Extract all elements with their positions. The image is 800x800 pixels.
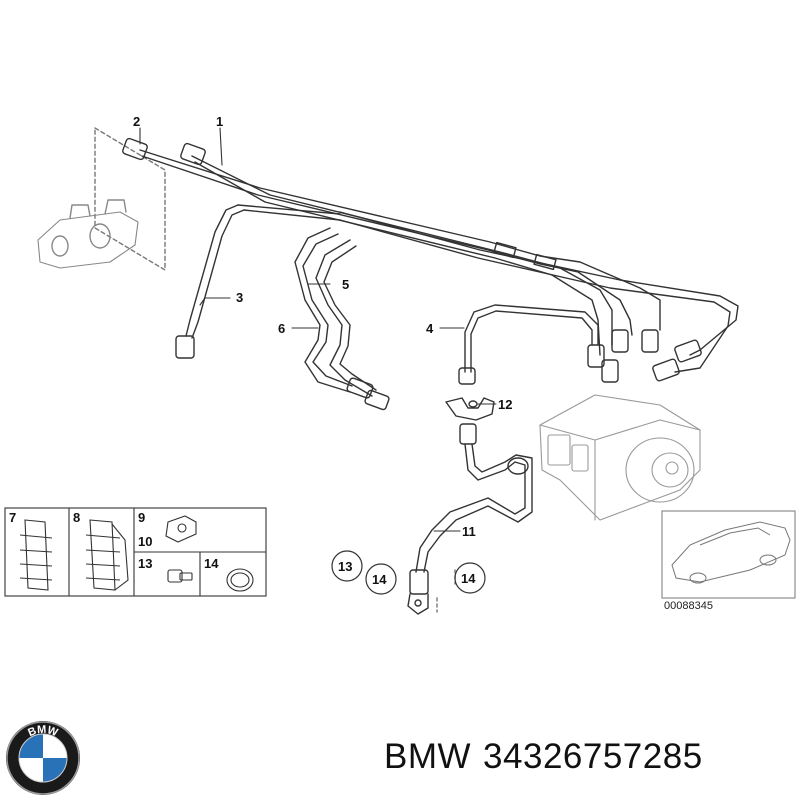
- line-fittings: [122, 137, 702, 383]
- callout-4: 4: [426, 321, 434, 336]
- brake-line-4: [458, 304, 599, 385]
- part-caption: BMW 34326757285: [384, 737, 794, 789]
- brake-line-bundle: [139, 149, 739, 373]
- car-thumbnail: [661, 510, 796, 599]
- callout-12: 12: [498, 397, 512, 412]
- callout-14-circled-right: 14: [461, 571, 476, 586]
- clip-7: [19, 519, 53, 591]
- bolt-13: [167, 569, 193, 583]
- panel-label-9: 9: [138, 510, 145, 525]
- bracket-12: [445, 397, 495, 421]
- callout-11: 11: [462, 524, 476, 539]
- clip-8: [85, 519, 129, 591]
- callout-3: 3: [236, 290, 243, 305]
- bmw-logo: BMW: [6, 721, 80, 795]
- abs-unit: [539, 394, 701, 521]
- circled-callouts: [331, 550, 486, 595]
- bmw-logo-letters: BMW: [26, 724, 60, 739]
- callout-5: 5: [342, 277, 349, 292]
- part-number: 34326757285: [483, 737, 703, 776]
- brake-lines-5-6: [294, 227, 390, 411]
- master-cylinder: [37, 127, 166, 271]
- callout-labels: 2 1 3 5 6 4 12 11: [133, 114, 512, 539]
- brand-name: BMW: [384, 737, 472, 776]
- seal-ring-14: [226, 568, 254, 592]
- panel-label-13: 13: [138, 556, 152, 571]
- small-parts-panel: [4, 507, 267, 597]
- clip-9-10: [165, 515, 197, 543]
- panel-label-8: 8: [73, 510, 80, 525]
- diagram-reference-code: 00088345: [664, 600, 713, 612]
- callout-6: 6: [278, 321, 285, 336]
- callout-1: 1: [216, 114, 223, 129]
- callout-14-circled-left: 14: [372, 572, 387, 587]
- callout-2: 2: [133, 114, 140, 129]
- leader-lines: [139, 127, 497, 532]
- callout-13-circled: 13: [338, 559, 352, 574]
- panel-label-7: 7: [9, 510, 16, 525]
- panel-label-14: 14: [204, 556, 219, 571]
- panel-label-10: 10: [138, 534, 152, 549]
- brake-line-3: [175, 204, 341, 359]
